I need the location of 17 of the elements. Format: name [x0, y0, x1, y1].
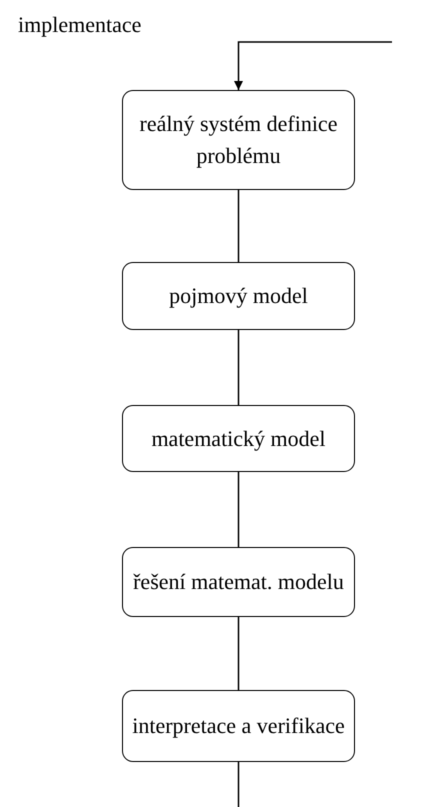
box-label: řešení matemat. modelu [133, 568, 344, 596]
connector-line [238, 330, 240, 405]
process-box [122, 690, 355, 762]
process-box [122, 547, 355, 617]
connector-line [238, 762, 240, 807]
process-box [122, 405, 355, 472]
connector-line [238, 617, 240, 690]
box-label: pojmový model [169, 282, 308, 310]
box-label: interpretace a verifikace [132, 712, 345, 740]
annotation-label: implementace [18, 12, 142, 38]
connector-line [238, 472, 240, 547]
process-box [122, 262, 355, 330]
arrow [234, 41, 392, 90]
process-box [122, 90, 355, 190]
connector-line [238, 190, 240, 262]
box-label: reálný systém definice problému [138, 110, 338, 170]
box-label: matematický model [151, 424, 326, 453]
